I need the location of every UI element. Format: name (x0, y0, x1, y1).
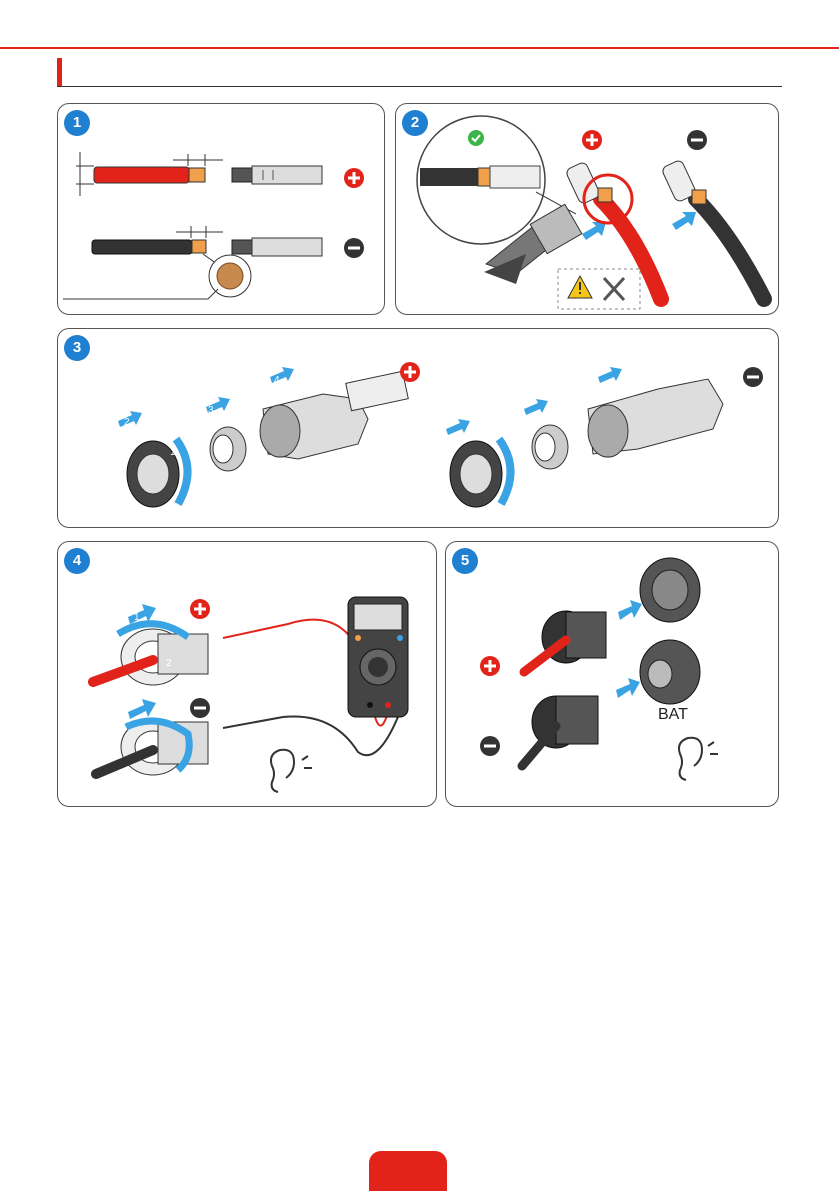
minus-icon (687, 130, 707, 150)
arrow-label-2: 2 (124, 417, 130, 428)
plus-icon (344, 168, 364, 188)
ear-icon (271, 750, 312, 792)
section-accent-bar (57, 58, 62, 87)
minus-icon (480, 736, 500, 756)
bat-label: BAT (658, 706, 688, 724)
arrow-label-1: 1 (134, 612, 140, 623)
header-red-line (0, 47, 839, 49)
step-2-panel: 2 (395, 103, 779, 315)
warning-icon (568, 276, 592, 298)
step-4-panel: 4 1 2 (57, 541, 437, 807)
plus-icon (400, 362, 420, 382)
arrow-label-1: 1 (170, 447, 176, 458)
arrow-label-3: 3 (208, 405, 214, 416)
tools-icon (604, 278, 624, 300)
crimping-illustration (396, 104, 778, 314)
minus-icon (190, 698, 210, 718)
cable-stripping-illustration (58, 104, 384, 314)
minus-icon (743, 367, 763, 387)
arrow-label-2: 2 (166, 658, 172, 669)
multimeter-test-illustration: 1 2 (58, 542, 436, 806)
ear-icon (679, 738, 718, 780)
step-5-panel: 5 BAT (445, 541, 779, 807)
minus-icon (344, 238, 364, 258)
battery-connect-illustration (446, 542, 778, 806)
step-1-panel: 1 (57, 103, 385, 315)
plus-icon (480, 656, 500, 676)
arrow-label-4: 4 (274, 375, 280, 386)
step-3-panel: 3 2 1 3 4 (57, 328, 779, 528)
check-icon (468, 130, 484, 146)
section-title-rule (57, 86, 782, 87)
page-number-tab (369, 1151, 447, 1191)
plus-icon (582, 130, 602, 150)
plus-icon (190, 599, 210, 619)
connector-assembly-illustration: 2 1 3 4 (58, 329, 778, 527)
